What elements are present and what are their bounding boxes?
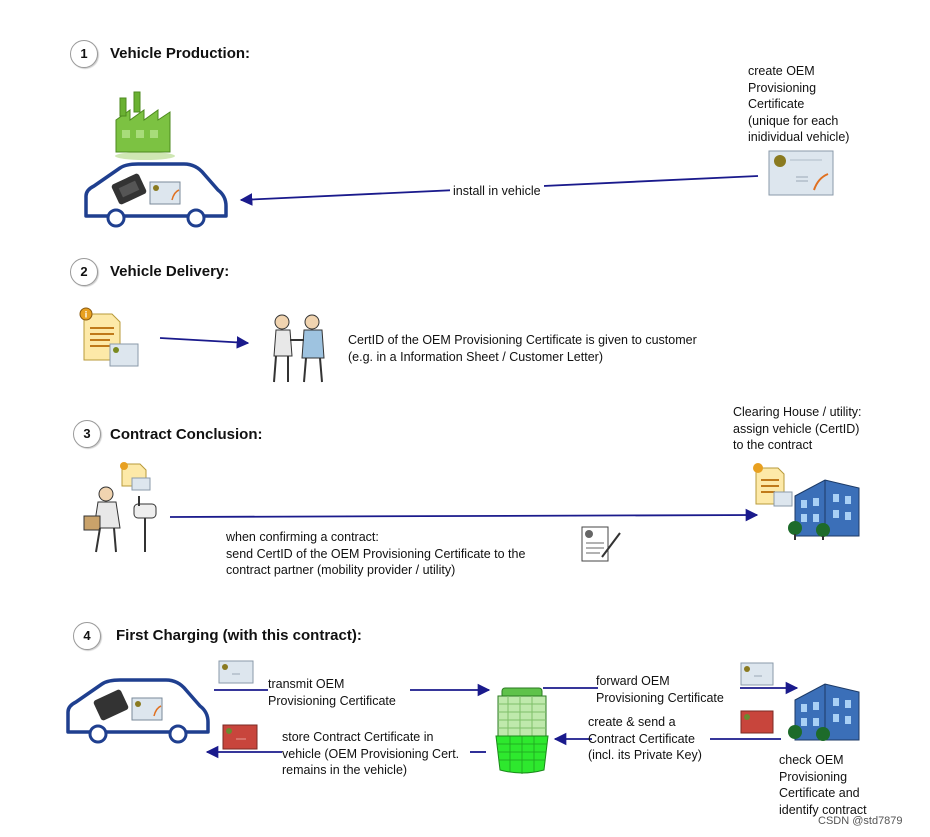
oem-certificate-icon [768,150,834,196]
svg-text:i: i [85,310,88,320]
certid-given-note: CertID of the OEM Provisioning Certifica… [348,333,697,364]
contract-certificate-send-icon [740,710,774,734]
create-send-note: create & send a Contract Certificate (in… [588,715,702,762]
contract-certificate-icon [222,724,258,750]
store-note: store Contract Certificate in vehicle (O… [282,730,460,777]
step-1-title: Vehicle Production: [110,45,251,62]
signed-contract-icon [581,526,621,562]
backend-building-icon [788,683,860,741]
car-icon [84,162,228,228]
step-3-number: 3 [73,420,101,448]
step-2-number: 2 [70,258,98,286]
handshake-people-icon [273,314,325,383]
car-icon-charging [66,678,210,744]
check-cert-note: check OEM Provisioning Certificate and i… [779,753,867,817]
clearing-letter-icon [753,463,793,507]
step-4-title: First Charging (with this contract): [116,627,362,644]
control-unit-icon [111,173,147,205]
charging-station-icon [495,687,549,774]
certificate-icon [149,181,181,205]
clearing-house-building-icon [788,479,860,540]
install-label: install in vehicle [450,183,544,200]
create-oem-cert-note: create OEM Provisioning Certificate (uni… [748,64,850,144]
info-letter-icon: i [79,307,139,367]
confirm-contract-note: when confirming a contract: send CertID … [226,530,526,577]
forward-note: forward OEM Provisioning Certificate [596,674,724,705]
step-2-title: Vehicle Delivery: [110,263,230,280]
customer-mailbox-icon [83,462,157,553]
watermark: CSDN @std7879 [818,815,903,827]
oem-certificate-forward-icon [740,662,774,686]
step-1-number: 1 [70,40,98,68]
step-4-number: 4 [73,622,101,650]
factory-icon [115,91,175,160]
transmit-note: transmit OEM Provisioning Certificate [268,677,396,708]
clearing-house-note: Clearing House / utility: assign vehicle… [733,405,862,452]
step-3-title: Contract Conclusion: [110,426,263,443]
oem-certificate-small-icon [218,660,254,684]
